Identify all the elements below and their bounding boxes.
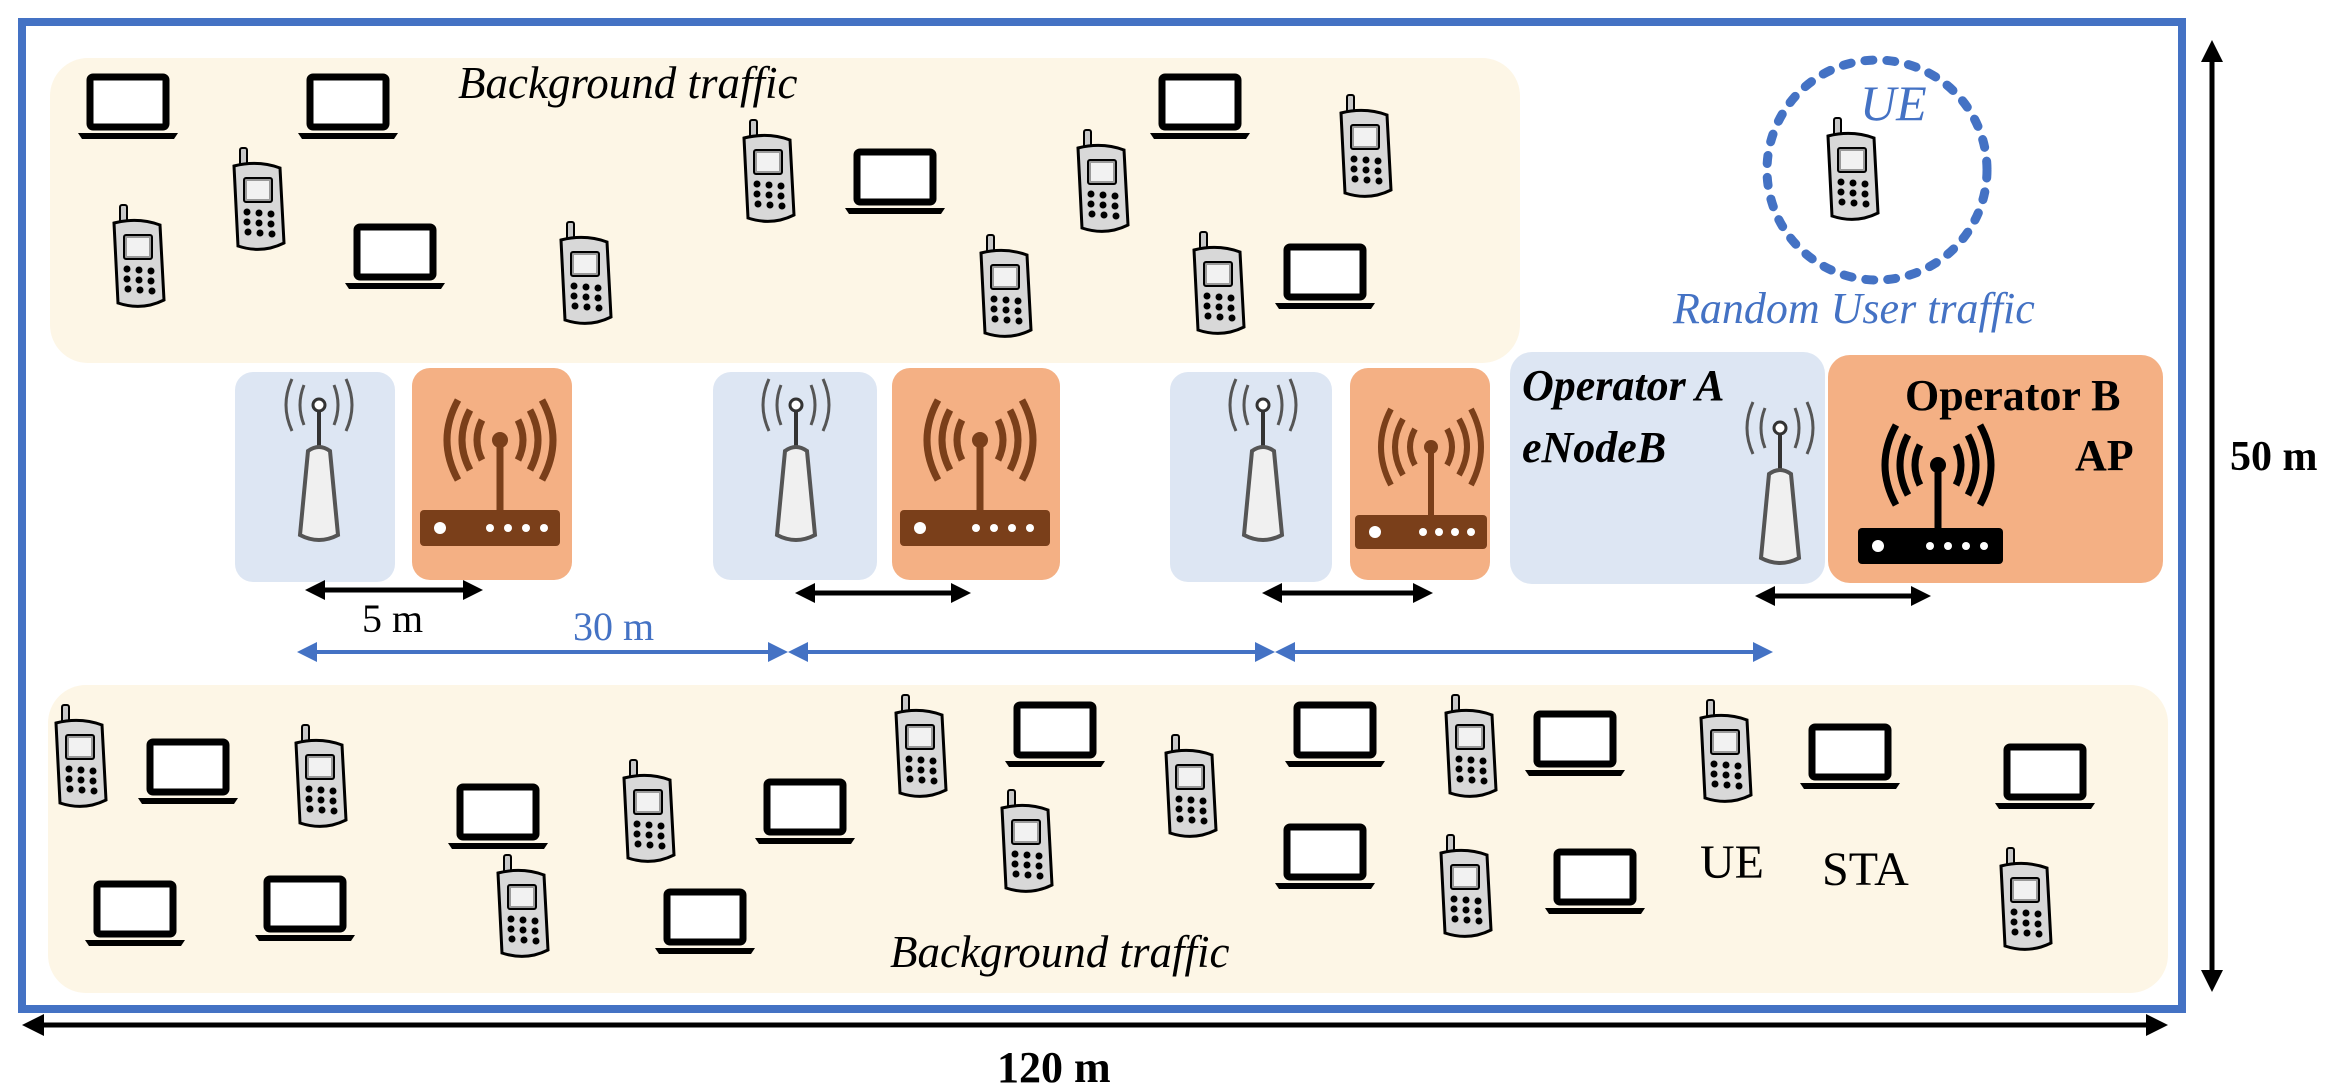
laptop-icon <box>138 742 238 804</box>
laptop-icon <box>78 77 178 139</box>
laptop-icon <box>755 782 855 844</box>
operator-a-label: Operator A <box>1522 361 1725 410</box>
laptop-icon <box>845 152 945 214</box>
legend-sta-label: STA <box>1822 843 1909 896</box>
dimension-arrow <box>795 583 971 603</box>
dimension-label-50m: 50 m <box>2230 434 2318 480</box>
laptop-icon <box>1275 247 1375 309</box>
dimension-label-120m: 120 m <box>997 1043 1111 1089</box>
background-traffic-label-top: Background traffic <box>458 58 798 108</box>
background-traffic-zone-bottom <box>48 685 2168 993</box>
laptop-icon <box>1275 827 1375 889</box>
operator-b-panel <box>1828 355 2163 583</box>
dimension-arrow <box>1755 586 1931 606</box>
operator-b-node-label: AP <box>2075 431 2134 480</box>
laptop-icon <box>1150 77 1250 139</box>
operator-a-node-label: eNodeB <box>1522 423 1666 472</box>
dimension-arrow-5m <box>305 580 483 600</box>
dimension-arrow-50m <box>2201 40 2223 992</box>
laptop-icon <box>1525 714 1625 776</box>
laptop-icon <box>1995 747 2095 809</box>
dimension-label-30m: 30 m <box>573 604 654 649</box>
operator-a-panel <box>1510 352 1825 584</box>
laptop-icon <box>448 787 548 849</box>
random-user-ue-circle <box>1762 55 1992 285</box>
wifi-router-icon <box>420 398 560 546</box>
dimension-label-5m: 5 m <box>362 596 423 641</box>
ue-circle-label: UE <box>1860 75 1927 131</box>
laptop-icon <box>255 879 355 941</box>
wifi-router-icon <box>900 398 1050 546</box>
legend-ue-label: UE <box>1700 836 1764 889</box>
wifi-router-icon <box>1858 423 2003 564</box>
laptop-icon <box>1545 852 1645 914</box>
laptop-icon <box>1285 705 1385 767</box>
laptop-icon <box>345 227 445 289</box>
dimension-arrow-120m <box>22 1014 2168 1036</box>
laptop-icon <box>298 77 398 139</box>
laptop-icon <box>85 884 185 946</box>
dimension-arrow <box>1262 583 1433 603</box>
laptop-icon <box>655 892 755 954</box>
operator-b-label: Operator B <box>1905 371 2121 420</box>
laptop-icon <box>1800 727 1900 789</box>
ap-panel-2 <box>892 368 1060 580</box>
random-user-traffic-label: Random User traffic <box>1672 284 2035 333</box>
dimension-arrow-30m <box>297 642 1773 662</box>
wifi-router-icon <box>1355 407 1487 549</box>
laptop-icon <box>1005 705 1105 767</box>
background-traffic-label-bottom: Background traffic <box>890 927 1230 977</box>
